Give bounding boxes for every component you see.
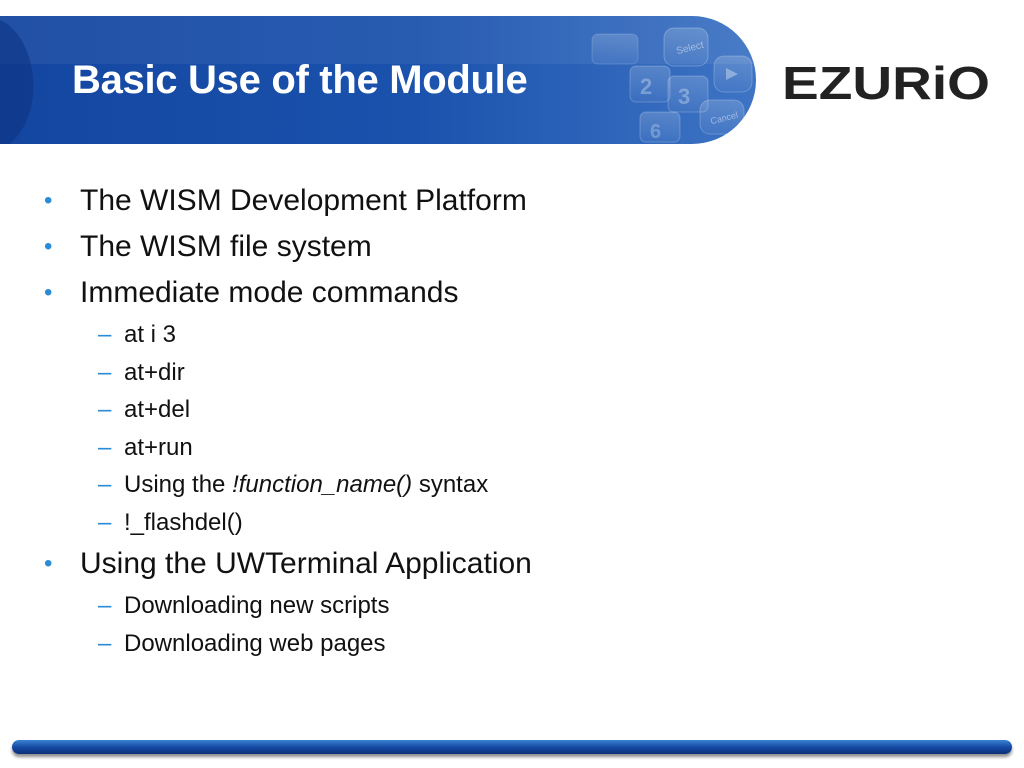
sub-text-prefix: Using the bbox=[124, 471, 233, 498]
bullet-marker: • bbox=[44, 187, 53, 214]
sub-text: at+run bbox=[124, 433, 193, 461]
dash-marker: – bbox=[98, 629, 112, 657]
bullet-item: • The WISM Development Platform bbox=[44, 178, 984, 224]
bullet-text: The WISM file system bbox=[80, 230, 372, 263]
banner-key-6: 6 bbox=[650, 121, 661, 143]
sub-item: –at+del bbox=[44, 391, 984, 429]
banner-shape bbox=[0, 16, 756, 144]
slide-title: Basic Use of the Module bbox=[72, 58, 528, 102]
bullet-item: • Immediate mode commands bbox=[44, 270, 984, 316]
dash-marker: – bbox=[98, 396, 112, 423]
sub-text-suffix: syntax bbox=[412, 471, 489, 498]
sub-text: at+dir bbox=[124, 358, 185, 386]
dash-marker: – bbox=[98, 433, 112, 461]
sub-text: Downloading new scripts bbox=[124, 592, 390, 619]
sub-text: !_flashdel() bbox=[124, 508, 243, 536]
sub-text: Downloading web pages bbox=[124, 629, 386, 657]
sub-item: –Using the !function_name() syntax bbox=[44, 466, 984, 504]
bullet-text: Using the UWTerminal Application bbox=[80, 547, 532, 580]
footer-bar bbox=[12, 740, 1012, 754]
banner-key-3: 3 bbox=[678, 84, 690, 109]
sub-item: –at i 3 bbox=[44, 316, 984, 354]
bullet-marker: • bbox=[44, 233, 53, 260]
dash-marker: – bbox=[98, 592, 112, 619]
sub-text: at+del bbox=[124, 396, 191, 423]
sub-item: –Downloading new scripts bbox=[44, 587, 984, 625]
banner-key-2: 2 bbox=[640, 74, 652, 99]
banner-left-curve bbox=[0, 20, 34, 144]
sub-item: –Downloading web pages bbox=[44, 625, 984, 663]
dash-marker: – bbox=[98, 508, 112, 536]
dash-marker: – bbox=[98, 358, 112, 386]
bullet-list: • The WISM Development Platform • The WISM… bbox=[44, 178, 984, 662]
sub-item: –at+dir bbox=[44, 354, 984, 392]
dash-marker: – bbox=[98, 471, 112, 498]
bullet-text: The WISM Development Platform bbox=[80, 184, 527, 217]
dash-marker: – bbox=[98, 321, 112, 348]
banner-graphic: Select 2 3 Cancel 6 bbox=[0, 15, 756, 144]
keypad-graphic: Select 2 3 Cancel 6 bbox=[591, 27, 753, 143]
logo-text: EZURiO bbox=[782, 57, 990, 108]
bullet-marker: • bbox=[44, 550, 53, 577]
bullet-item: • The WISM file system bbox=[44, 224, 984, 270]
ezurio-logo: EZURiO bbox=[780, 56, 994, 109]
bullet-item: • Using the UWTerminal Application bbox=[44, 541, 984, 587]
bullet-marker: • bbox=[44, 279, 53, 306]
function-name-syntax: !function_name() bbox=[232, 471, 413, 498]
sub-text: at i 3 bbox=[124, 321, 177, 348]
bullet-text: Immediate mode commands bbox=[80, 276, 459, 309]
header-banner: Select 2 3 Cancel 6 bbox=[0, 0, 768, 146]
sub-item: –!_flashdel() bbox=[44, 504, 984, 542]
sub-item: –at+run bbox=[44, 429, 984, 467]
